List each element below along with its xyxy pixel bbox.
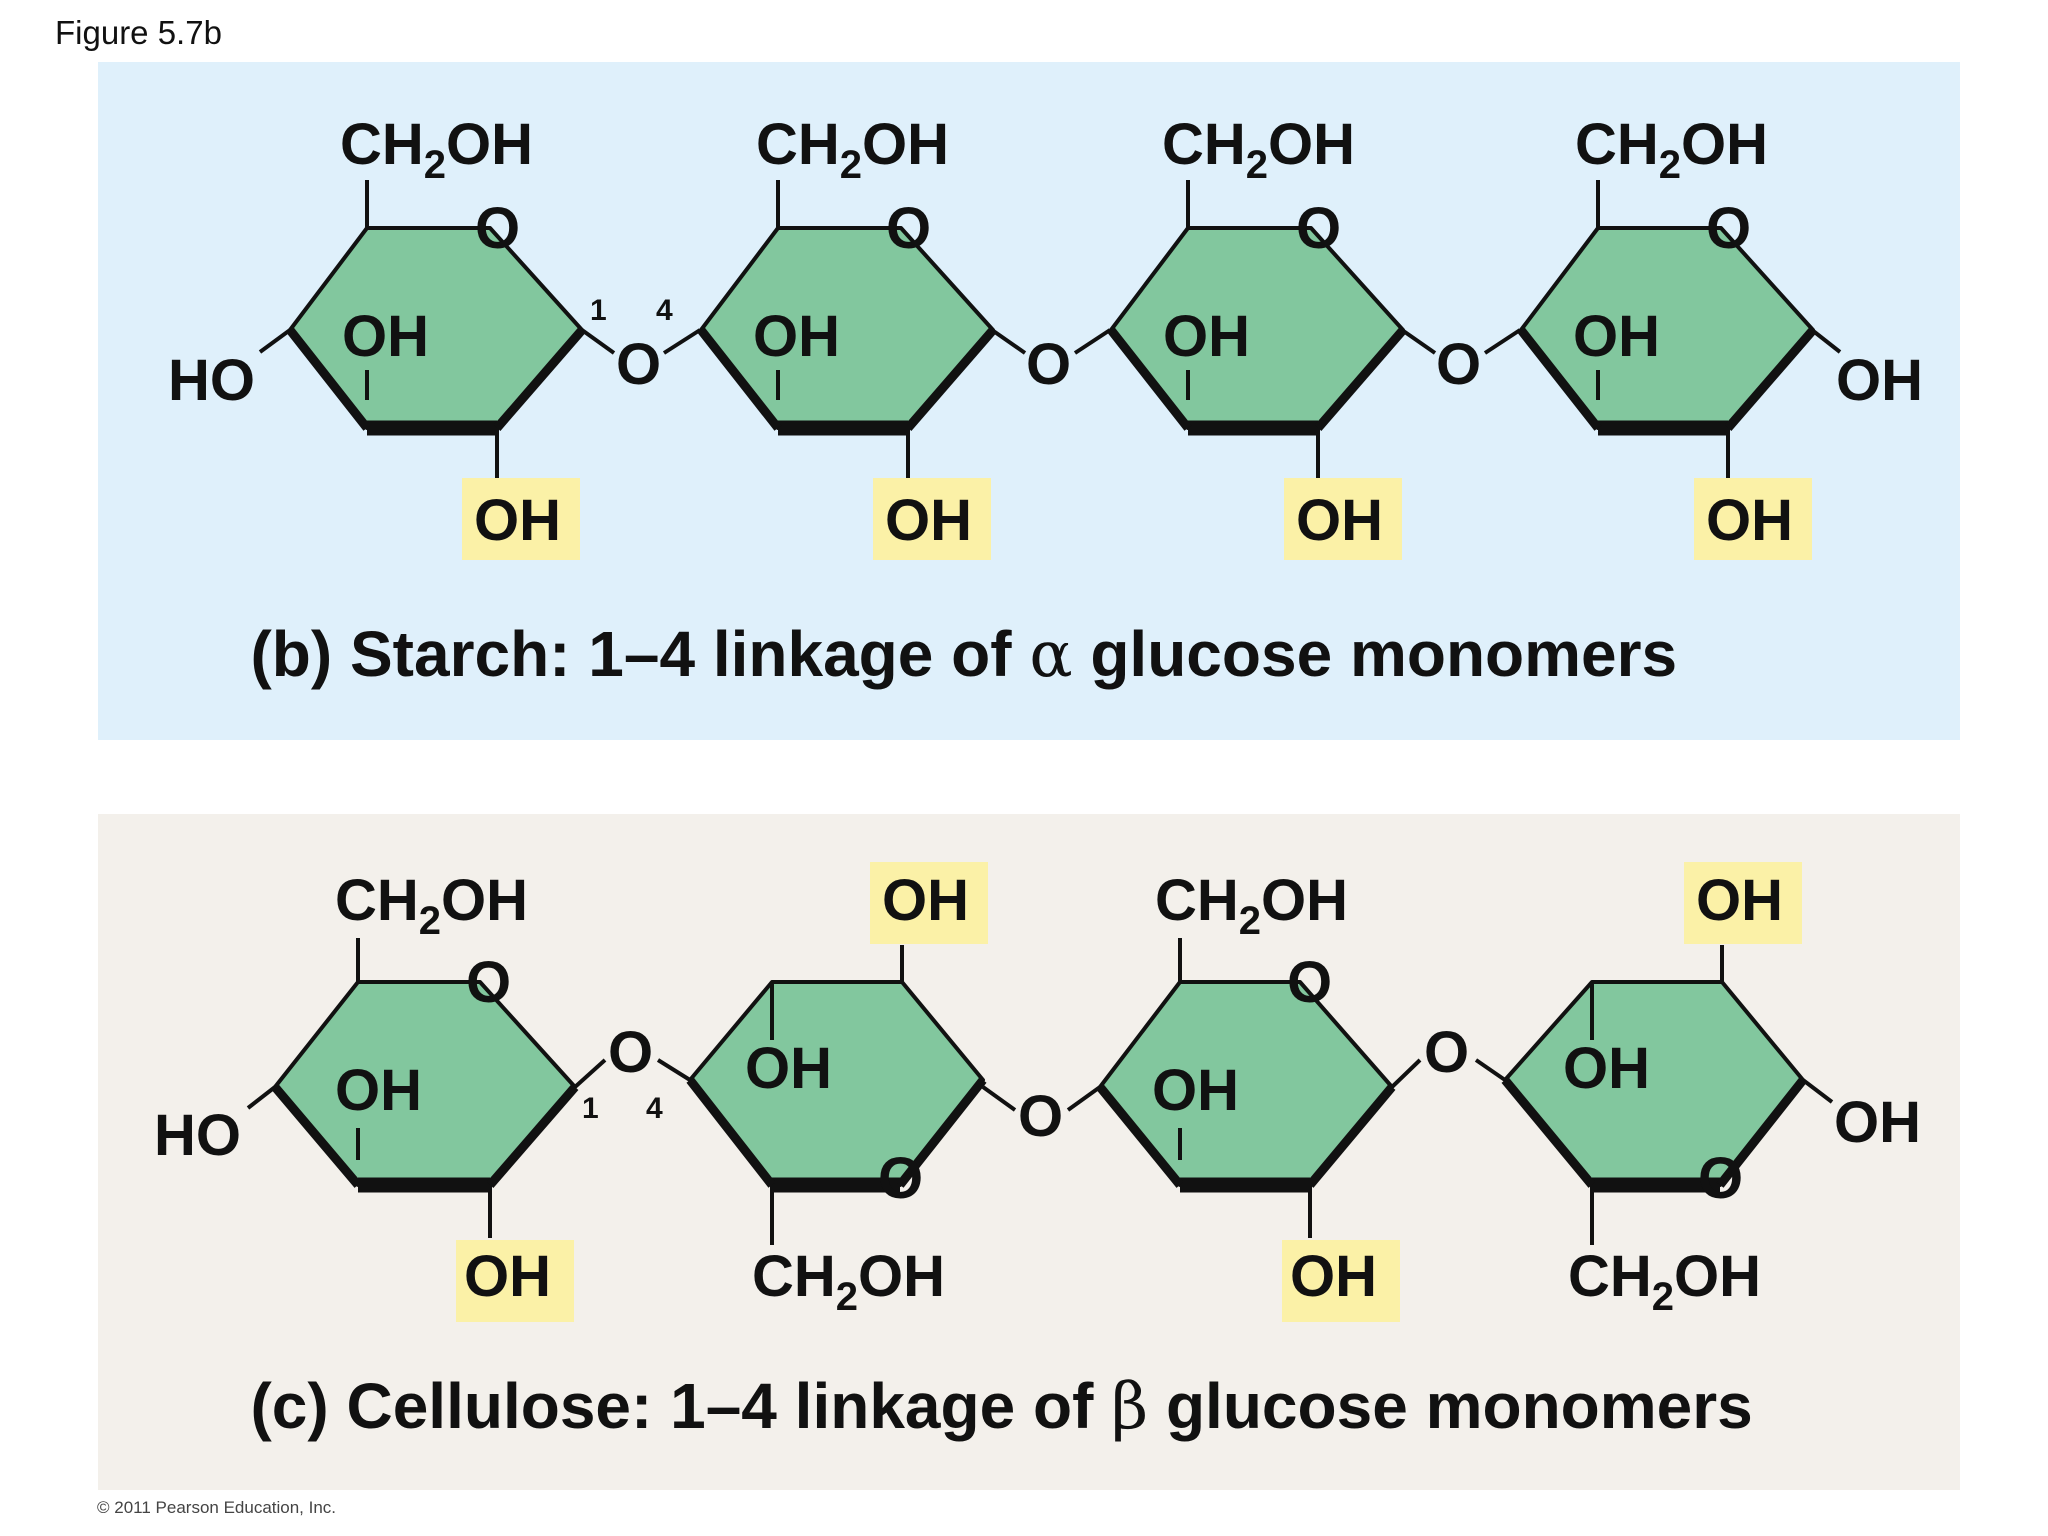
caption-prefix: (b) Starch: 1–4 linkage of (250, 618, 1029, 690)
caption-greek: α (1029, 618, 1072, 692)
ring-oxygen: O (1698, 1146, 1743, 1211)
ch2oh-label: CH2OH (1155, 868, 1348, 943)
bridge-oxygen: O (616, 332, 661, 397)
ring-oxygen: O (466, 950, 511, 1015)
starch-unit-4 (1517, 180, 1817, 480)
linkage-number-4: 4 (646, 1092, 663, 1125)
cellulose-caption: (c) Cellulose: 1–4 linkage of β glucose … (126, 1370, 1842, 1444)
ring-oxygen: O (1296, 196, 1341, 261)
ring-oh-label: OH (745, 1036, 832, 1101)
top-oh-label: OH (882, 868, 969, 933)
copyright-notice: © 2011 Pearson Education, Inc. (97, 1498, 337, 1517)
ch2oh-label: CH2OH (752, 1244, 945, 1319)
ch2oh-label: CH2OH (756, 112, 949, 187)
ring-oxygen: O (886, 196, 931, 261)
cellulose-bonds (246, 1058, 1834, 1112)
ch2oh-label: CH2OH (1568, 1244, 1761, 1319)
starch-highlights (462, 478, 1812, 560)
bottom-oh-label: OH (1290, 1244, 1377, 1309)
bottom-oh-label: OH (885, 488, 972, 553)
bridge-oxygen: O (608, 1020, 653, 1085)
cellulose-unit-2 (686, 945, 987, 1245)
cellulose-unit-1 (271, 938, 579, 1238)
bridge-oxygen: O (1436, 332, 1481, 397)
cellulose-unit-4 (1501, 945, 1807, 1245)
linkage-number-1: 1 (590, 294, 607, 327)
ring-oh-label: OH (1152, 1058, 1239, 1123)
bottom-oh-label: OH (474, 488, 561, 553)
ring-oh-label: OH (342, 304, 429, 369)
linkage-number-1: 1 (582, 1092, 599, 1125)
linkage-number-4: 4 (656, 294, 673, 327)
caption-suffix: glucose monomers (1148, 1370, 1753, 1442)
ring-oxygen: O (1287, 950, 1332, 1015)
ring-oxygen: O (878, 1146, 923, 1211)
bridge-oxygen: O (1424, 1020, 1469, 1085)
left-end-group: HO (168, 348, 255, 413)
figure-label: Figure 5.7b (55, 14, 222, 51)
caption-prefix: (c) Cellulose: 1–4 linkage of (250, 1370, 1111, 1442)
ch2oh-label: CH2OH (1575, 112, 1768, 187)
starch-unit-3 (1107, 180, 1407, 480)
caption-suffix: glucose monomers (1073, 618, 1678, 690)
ring-oxygen: O (1706, 196, 1751, 261)
ch2oh-label: CH2OH (340, 112, 533, 187)
top-oh-label: OH (1696, 868, 1783, 933)
bottom-oh-label: OH (1296, 488, 1383, 553)
starch-unit-1 (286, 180, 586, 480)
bridge-oxygen: O (1026, 332, 1071, 397)
starch-unit-2 (697, 180, 997, 480)
ring-oh-label: OH (1163, 304, 1250, 369)
ring-oxygen: O (475, 196, 520, 261)
ring-oh-label: OH (335, 1058, 422, 1123)
caption-greek: β (1111, 1370, 1148, 1444)
right-end-group: OH (1834, 1090, 1921, 1155)
cellulose-panel: CH2OH OH CH2OH OH OH OH OH OH OH CH2OH O… (98, 814, 1960, 1490)
starch-panel: CH2OH CH2OH CH2OH CH2OH OH OH OH OH OH O… (98, 62, 1960, 740)
cellulose-highlights (456, 862, 1802, 1322)
ring-oh-label: OH (1563, 1036, 1650, 1101)
cellulose-unit-3 (1096, 938, 1396, 1238)
ring-oh-label: OH (753, 304, 840, 369)
ring-oh-label: OH (1573, 304, 1660, 369)
left-end-group: HO (154, 1103, 241, 1168)
starch-bonds (258, 328, 1842, 355)
bridge-oxygen: O (1018, 1084, 1063, 1149)
right-end-group: OH (1836, 348, 1923, 413)
bottom-oh-label: OH (1706, 488, 1793, 553)
ch2oh-label: CH2OH (1162, 112, 1355, 187)
bottom-oh-label: OH (464, 1244, 551, 1309)
ch2oh-label: CH2OH (335, 868, 528, 943)
starch-caption: (b) Starch: 1–4 linkage of α glucose mon… (126, 618, 1766, 692)
